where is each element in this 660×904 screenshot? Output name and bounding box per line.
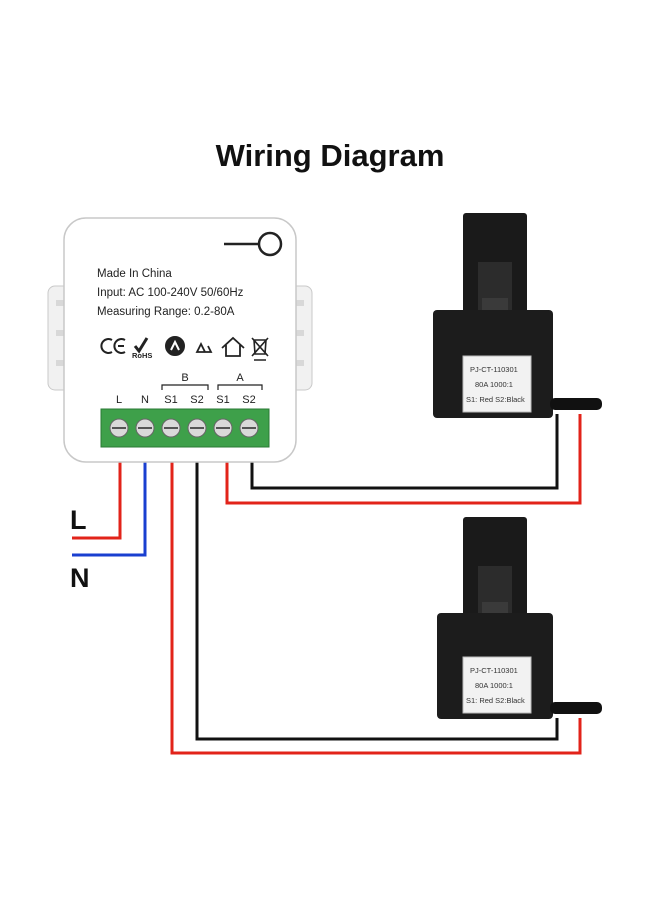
neutral-wire xyxy=(72,462,147,557)
page-title: Wiring Diagram xyxy=(215,138,445,173)
certification-icons xyxy=(100,336,269,361)
terminal-label-b-s1: S1 xyxy=(164,394,178,406)
ce-mark: CE xyxy=(103,337,104,338)
module-info-line-2: Input: AC 100-240V 50/60Hz xyxy=(97,287,244,299)
neutral-label: N xyxy=(70,563,90,593)
ct1-red-wire xyxy=(225,414,582,505)
ct1-rating: 80A 1000:1 xyxy=(475,380,513,389)
ct2-model: PJ-CT-110301 xyxy=(470,666,518,675)
ct2-wiring: S1: Red S2:Black xyxy=(466,696,525,705)
rohs-mark: RoHS xyxy=(132,351,153,360)
module-info-line-1: Made In China xyxy=(97,268,172,280)
ct2-black-wire xyxy=(195,462,559,741)
terminal-label-a-s1: S1 xyxy=(216,394,230,406)
ct1-model: PJ-CT-110301 xyxy=(470,365,518,374)
screw-terminals xyxy=(109,418,259,438)
terminal-label-b-s2: S2 xyxy=(190,394,204,406)
module-info-line-3: Measuring Range: 0.2-80A xyxy=(97,306,235,318)
terminal-label-l: L xyxy=(115,394,123,406)
wires xyxy=(72,414,582,755)
ct-clamp-2 xyxy=(437,517,602,719)
terminal-label-a-s2: S2 xyxy=(242,394,256,406)
meter-module xyxy=(47,217,313,463)
ct1-wiring: S1: Red S2:Black xyxy=(466,395,525,404)
ct-clamp-1 xyxy=(433,213,602,418)
terminal-label-n: N xyxy=(141,394,149,406)
group-label-a: A xyxy=(236,372,244,384)
ct1-black-wire xyxy=(250,414,559,490)
group-label-b: B xyxy=(181,372,189,384)
live-label: L xyxy=(70,505,87,535)
live-wire xyxy=(72,462,122,540)
ct2-rating: 80A 1000:1 xyxy=(475,681,513,690)
ct2-red-wire xyxy=(170,462,582,755)
